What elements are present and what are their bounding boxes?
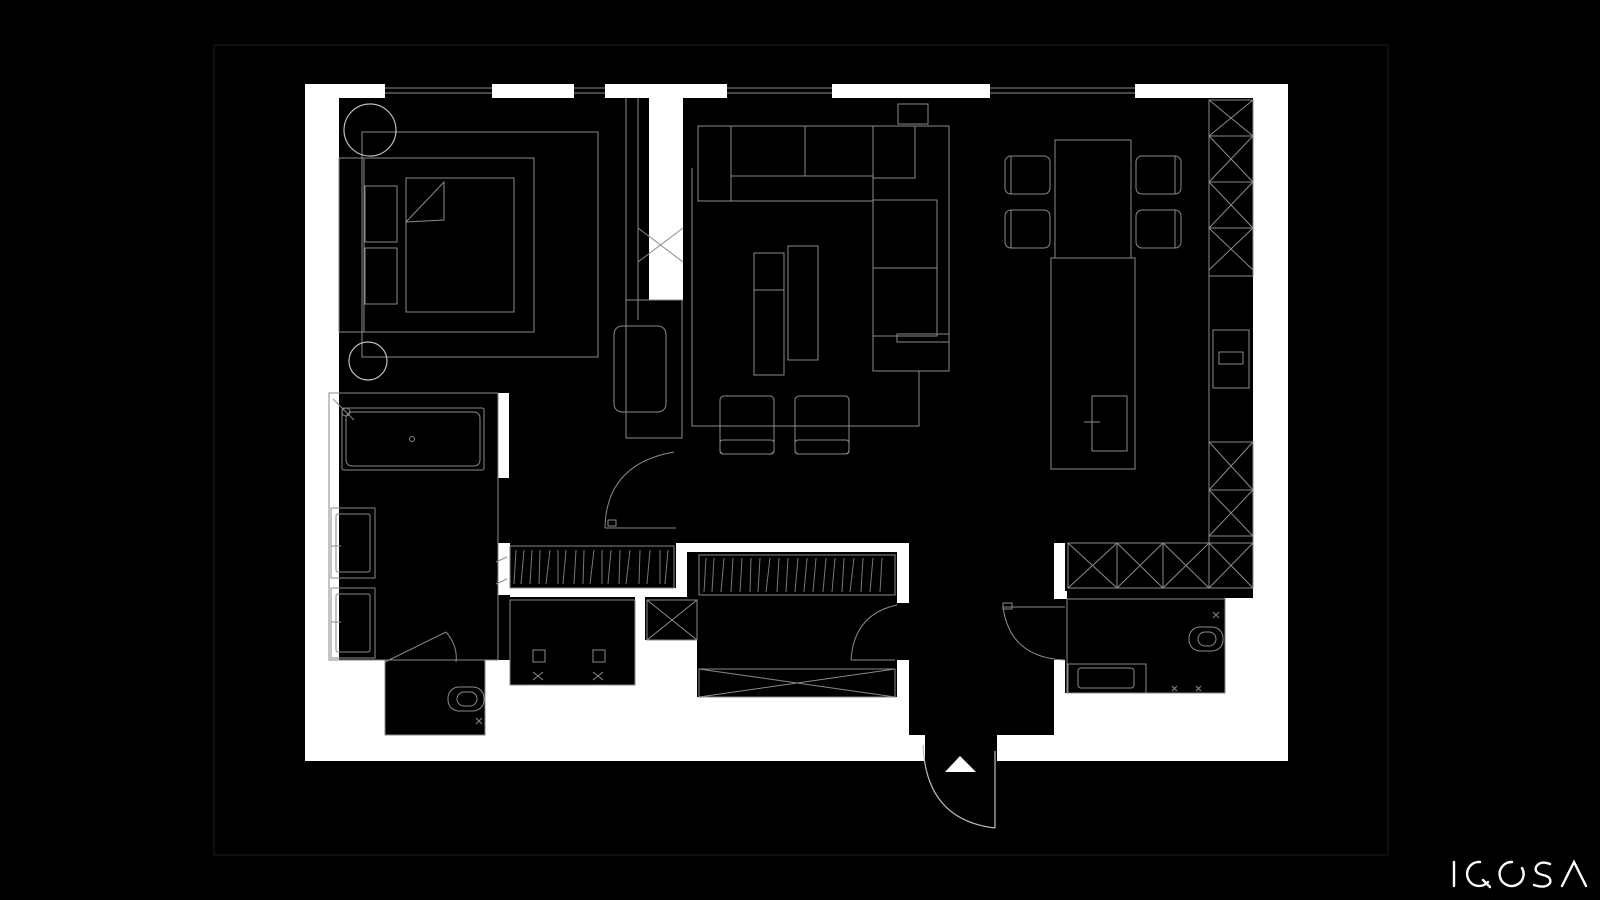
pillow-icon [364, 185, 398, 243]
bedroom [338, 98, 684, 381]
dining-table [1054, 139, 1132, 259]
washer-icon [532, 649, 546, 663]
corridor-storage-middle [698, 554, 898, 698]
coffee-table [787, 245, 819, 361]
toilet-icon [1188, 626, 1224, 652]
dining-chair [1135, 209, 1182, 249]
corridor-storage-left [509, 545, 698, 686]
bathtub [341, 407, 485, 471]
dryer-icon [592, 649, 606, 663]
walls [305, 84, 1288, 761]
entrance [922, 744, 996, 829]
coffee-table [753, 252, 785, 376]
living-room [604, 103, 950, 529]
nightstand-lamp-icon [343, 103, 397, 157]
kitchen [1004, 99, 1254, 589]
brand-logo: IQOSA [1450, 856, 1590, 892]
dining-chair [1004, 209, 1051, 249]
armchair [794, 395, 850, 455]
sink-cabinet [330, 587, 376, 659]
guest-wc [1002, 598, 1226, 694]
outer-frame [213, 44, 1389, 856]
nightstand-lamp-icon [348, 341, 388, 381]
windows [385, 87, 1135, 94]
sofa [697, 125, 874, 202]
entrance-arrow-icon [945, 756, 976, 772]
oven-icon [1212, 329, 1250, 389]
pillow-icon [364, 247, 398, 305]
bed-mattress [405, 177, 515, 313]
ottoman-icon [897, 103, 929, 125]
iqosa-logo [1452, 859, 1588, 889]
toilet-icon [447, 686, 485, 712]
sink-cabinet [330, 507, 376, 579]
bathroom [328, 392, 508, 736]
sink-icon [1067, 663, 1147, 694]
sink-icon [1091, 395, 1128, 452]
bedroom-rug [361, 131, 599, 358]
bed-frame [363, 157, 535, 333]
dining-chair [1135, 155, 1182, 195]
kitchen-island [1050, 257, 1136, 470]
dining-chair [1004, 155, 1051, 195]
armchair [719, 395, 775, 455]
